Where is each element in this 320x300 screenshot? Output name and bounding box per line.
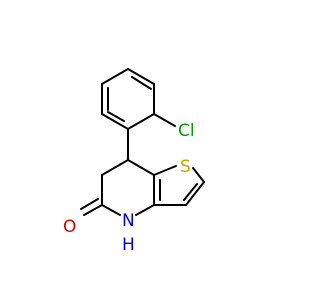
- bond: [101, 113, 129, 130]
- bond: [127, 159, 155, 176]
- bond: [80, 198, 99, 210]
- bond: [83, 204, 103, 216]
- bond: [192, 167, 205, 183]
- oxygen-label: O: [63, 217, 76, 237]
- chlorine-label: Cl: [178, 121, 195, 141]
- molecule-diagram: Cl S O N H: [63, 68, 205, 255]
- atom-labels: Cl S O N H: [63, 121, 195, 255]
- bond: [107, 111, 125, 122]
- nitrogen-label: N: [122, 211, 135, 231]
- hydrogen-label: H: [122, 235, 135, 255]
- bond: [135, 204, 155, 216]
- bond: [127, 68, 155, 85]
- structure-canvas: Cl S O N H: [63, 68, 205, 255]
- bond: [153, 113, 176, 127]
- bond: [153, 165, 177, 176]
- bond: [131, 76, 152, 90]
- bond: [183, 183, 198, 201]
- bond-lines: [80, 68, 205, 216]
- bond: [101, 68, 129, 85]
- bond: [101, 159, 129, 176]
- bond: [185, 181, 205, 206]
- bond: [101, 204, 121, 216]
- sulfur-label: S: [180, 157, 191, 177]
- bond: [127, 113, 155, 130]
